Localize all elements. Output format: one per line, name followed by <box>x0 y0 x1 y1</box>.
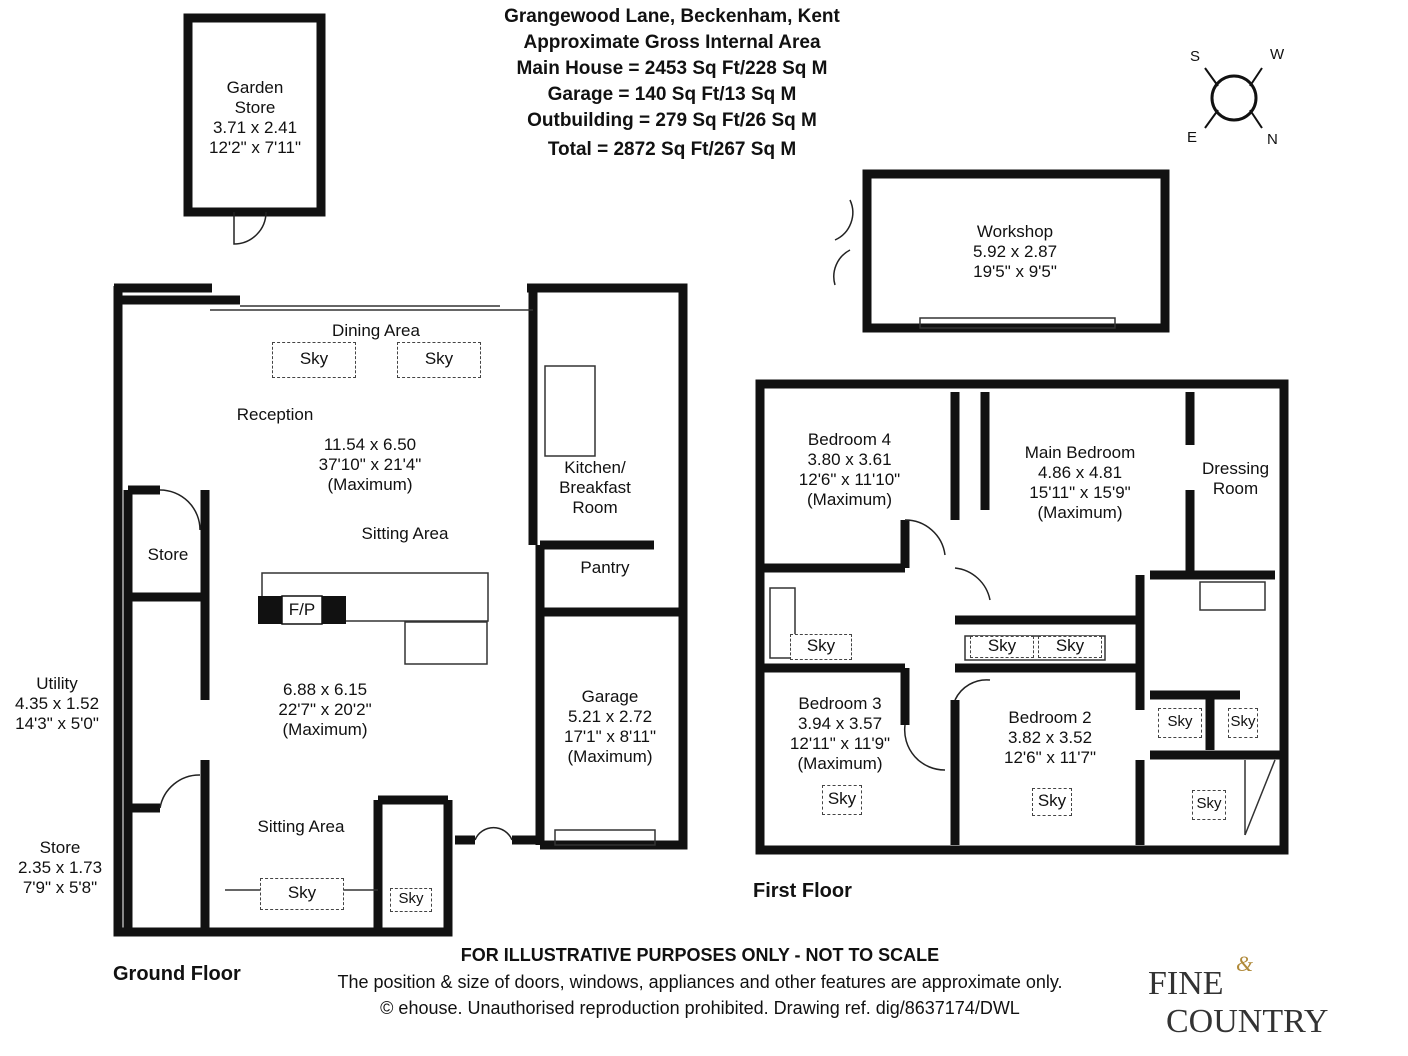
compass-e: E <box>1187 129 1198 146</box>
ground-floor-label: Ground Floor <box>113 963 241 985</box>
copyright-text: © ehouse. Unauthorised reproduction proh… <box>380 998 1020 1018</box>
compass-s: S <box>1190 48 1201 65</box>
address-title: Grangewood Lane, Beckenham, Kent <box>504 6 840 27</box>
fine-country-logo: FINE & COUNTRY <box>1148 951 1329 1040</box>
garage-area: Garage = 140 Sq Ft/13 Sq M <box>547 84 797 105</box>
total-area: Total = 2872 Sq Ft/267 Sq M <box>547 139 797 160</box>
garden-store-label: Garden Store 3.71 x 2.41 12'2" x 7'11" <box>209 78 301 157</box>
sitting-area-lower-label: Sitting Area <box>257 817 345 836</box>
store-lower-label: Store 2.35 x 1.73 7'9" x 5'8" <box>17 838 103 897</box>
reception-dims: 11.54 x 6.50 37'10" x 21'4" (Maximum) <box>318 435 422 494</box>
bedroom3-label: Bedroom 3 3.94 x 3.57 12'11" x 11'9" (Ma… <box>789 694 891 773</box>
skylight: Sky <box>1192 790 1226 820</box>
bedroom2-label: Bedroom 2 3.82 x 3.52 12'6" x 11'7" <box>1004 708 1096 767</box>
compass-n: N <box>1267 131 1278 148</box>
dining-area-label: Dining Area <box>332 321 420 340</box>
main-house-area: Main House = 2453 Sq Ft/228 Sq M <box>516 58 828 79</box>
skylight: Sky <box>390 888 432 912</box>
walls <box>113 13 1289 937</box>
skylight: Sky <box>822 785 862 815</box>
area-subtitle: Approximate Gross Internal Area <box>523 32 821 53</box>
skylight: Sky <box>1038 636 1102 658</box>
outbuilding-area: Outbuilding = 279 Sq Ft/26 Sq M <box>527 110 817 131</box>
skylight: Sky <box>260 878 344 910</box>
lower-sitting-dims: 6.88 x 6.15 22'7" x 20'2" (Maximum) <box>278 680 372 739</box>
compass-icon <box>1204 67 1263 129</box>
skylight: Sky <box>1228 708 1258 738</box>
skylight: Sky <box>790 634 852 660</box>
disclaimer-text: The position & size of doors, windows, a… <box>337 972 1063 992</box>
first-floor-outer-walls <box>755 379 1289 855</box>
store-small-label: Store <box>147 545 189 564</box>
utility-label: Utility 4.35 x 1.52 14'3" x 5'0" <box>14 674 100 733</box>
skylight: Sky <box>397 342 481 378</box>
bedroom4-label: Bedroom 4 3.80 x 3.61 12'6" x 11'10" (Ma… <box>798 430 901 509</box>
fireplace-label: F/P <box>288 600 316 619</box>
skylight: Sky <box>272 342 356 378</box>
compass-w: W <box>1270 46 1285 63</box>
skylight: Sky <box>1158 708 1202 738</box>
garden-store-walls <box>183 13 326 217</box>
pantry-label: Pantry <box>580 558 630 577</box>
kitchen-label: Kitchen/ Breakfast Room <box>559 458 631 517</box>
first-floor-label: First Floor <box>753 880 852 902</box>
dressing-room-label: Dressing Room <box>1201 459 1270 498</box>
sitting-area-upper-label: Sitting Area <box>361 524 449 543</box>
main-bedroom-label: Main Bedroom 4.86 x 4.81 15'11" x 15'9" … <box>1024 443 1136 522</box>
garage-label: Garage 5.21 x 2.72 17'1" x 8'11" (Maximu… <box>564 687 656 766</box>
reception-label: Reception <box>236 405 314 424</box>
skylight: Sky <box>1032 788 1072 816</box>
workshop-label: Workshop 5.92 x 2.87 19'5" x 9'5" <box>972 222 1058 281</box>
skylight: Sky <box>970 636 1034 658</box>
disclaimer-title: FOR ILLUSTRATIVE PURPOSES ONLY - NOT TO … <box>460 945 940 965</box>
